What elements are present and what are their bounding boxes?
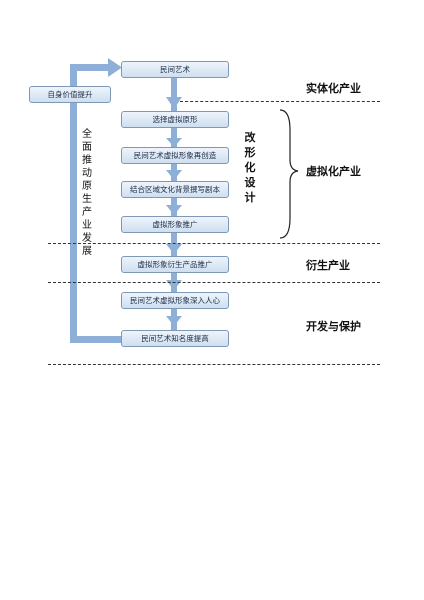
box-write-script: 结合区域文化背景撰写剧本 bbox=[121, 181, 229, 198]
separator-3 bbox=[48, 282, 380, 283]
left-vertical-label: 全面推动原生产业发展 bbox=[82, 129, 92, 257]
box-folk-art: 民间艺术 bbox=[121, 61, 229, 78]
arrow-down-7 bbox=[166, 316, 182, 326]
stage-virtual: 虚拟化产业 bbox=[306, 165, 361, 178]
box-promote-image: 虚拟形象推广 bbox=[121, 216, 229, 233]
stage-physical: 实体化产业 bbox=[306, 82, 361, 95]
loop-top-line bbox=[70, 64, 110, 71]
arrow-down-3 bbox=[166, 170, 182, 180]
box-derivative-promo: 虚拟形象衍生产品推广 bbox=[121, 256, 229, 273]
separator-2 bbox=[48, 243, 380, 244]
redesign-vertical-label: 改形化设计 bbox=[244, 131, 256, 204]
arrow-down-2 bbox=[166, 138, 182, 147]
box-fame-rise: 民间艺术知名度提高 bbox=[121, 330, 229, 347]
loop-left-line bbox=[70, 64, 77, 343]
redesign-brace bbox=[279, 109, 299, 239]
stage-develop: 开发与保护 bbox=[306, 320, 361, 333]
box-self-value: 自身价值提升 bbox=[29, 86, 111, 103]
box-recreate-image: 民间艺术虚拟形象再创造 bbox=[121, 147, 229, 164]
stage-derivative: 衍生产业 bbox=[306, 259, 350, 272]
box-select-prototype: 选择虚拟原形 bbox=[121, 111, 229, 128]
separator-4 bbox=[48, 364, 380, 365]
arrow-down-5 bbox=[166, 244, 182, 254]
arrow-down-1 bbox=[166, 97, 182, 109]
separator-1 bbox=[180, 101, 380, 102]
arrow-right-loop bbox=[108, 58, 122, 77]
box-image-popular: 民间艺术虚拟形象深入人心 bbox=[121, 292, 229, 309]
loop-bottom-line bbox=[70, 336, 123, 343]
arrow-down-4 bbox=[166, 205, 182, 215]
